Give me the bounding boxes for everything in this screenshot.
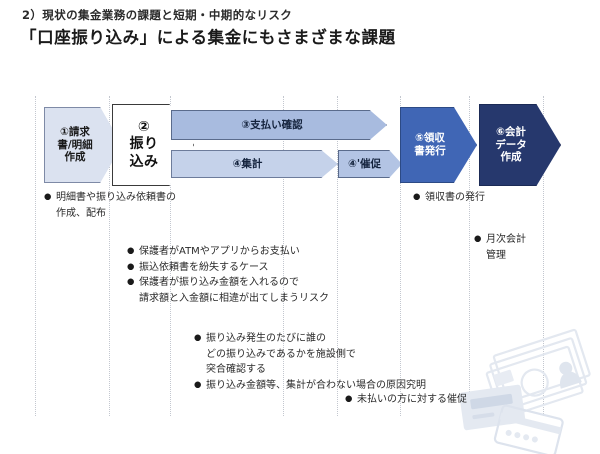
note-line: 領収書の発行 — [413, 190, 485, 206]
flow-step-1-invoice-creation[interactable]: ①請求書/明細作成 — [44, 107, 122, 183]
note-line: 振込依頼書を紛失するケース — [127, 260, 329, 276]
note-line: 振り込み発生のたびに誰の — [194, 331, 426, 347]
note-block-step3: 振り込み発生のたびに誰の どの振り込みであるかを施設側で 突合確認する 振り込み… — [194, 331, 426, 393]
guide-line — [337, 96, 338, 416]
flow-step-1-label: ①請求書/明細作成 — [57, 125, 93, 164]
note-block-step2: 保護者がATMやアプリからお支払い 振込依頼書を紛失するケース 保護者が振り込み… — [127, 244, 329, 306]
note-line: 管理 — [486, 249, 506, 261]
note-line: 未払いの方に対する催促 — [345, 392, 467, 408]
guide-line — [35, 96, 36, 416]
flow-step-4b-label: ④'催促 — [347, 157, 382, 170]
banknotes-and-card-illustration — [459, 328, 591, 454]
note-block-step1: 明細書や振り込み依頼書の 作成、配布 — [44, 190, 176, 221]
note-block-step5: 領収書の発行 — [413, 190, 485, 206]
flow-step-5-label: ⑤領収書発行 — [414, 132, 446, 157]
guide-line — [400, 96, 401, 416]
note-line: 振り込み金額等、集計が合わない場合の原因究明 — [194, 378, 426, 394]
note-line: 明細書や振り込み依頼書の — [44, 190, 176, 206]
note-line: 突合確認する — [206, 364, 266, 375]
guide-line — [109, 96, 110, 416]
flow-step-5-receipt-issue[interactable]: ⑤領収書発行 — [400, 107, 477, 183]
note-line: どの振り込みであるかを施設側で — [206, 348, 356, 360]
note-block-step6: 月次会計 管理 — [474, 232, 526, 263]
note-block-step4b: 未払いの方に対する催促 — [345, 392, 467, 408]
flow-step-4-label: ④集計 — [232, 157, 263, 170]
flow-step-6-accounting-data[interactable]: ⑥会計データ作成 — [479, 104, 561, 186]
note-line: 請求額と入金額に相違が出てしまうリスク — [139, 292, 329, 304]
note-line: 月次会計 — [474, 232, 526, 248]
flow-step-4b-reminder[interactable]: ④'催促 — [338, 150, 402, 178]
page-title: 「口座振り込み」による集金にもさまざまな課題 — [20, 28, 396, 47]
guide-line — [469, 96, 470, 416]
note-line: 保護者が振り込み金額を入れるので — [127, 275, 329, 291]
flow-step-3-label: ③支払い確認 — [241, 118, 303, 131]
slide-subtitle: 2）現状の集金業務の課題と短期・中期的なリスク — [22, 8, 293, 22]
flow-step-6-label: ⑥会計データ作成 — [495, 125, 527, 164]
note-line: 保護者がATMやアプリからお支払い — [127, 244, 329, 260]
note-line: 作成、配布 — [56, 207, 106, 219]
flow-step-4-aggregation[interactable]: ④集計 — [171, 150, 338, 178]
flow-step-3-payment-confirmation[interactable]: ③支払い確認 — [171, 110, 387, 140]
guide-line — [543, 96, 544, 416]
